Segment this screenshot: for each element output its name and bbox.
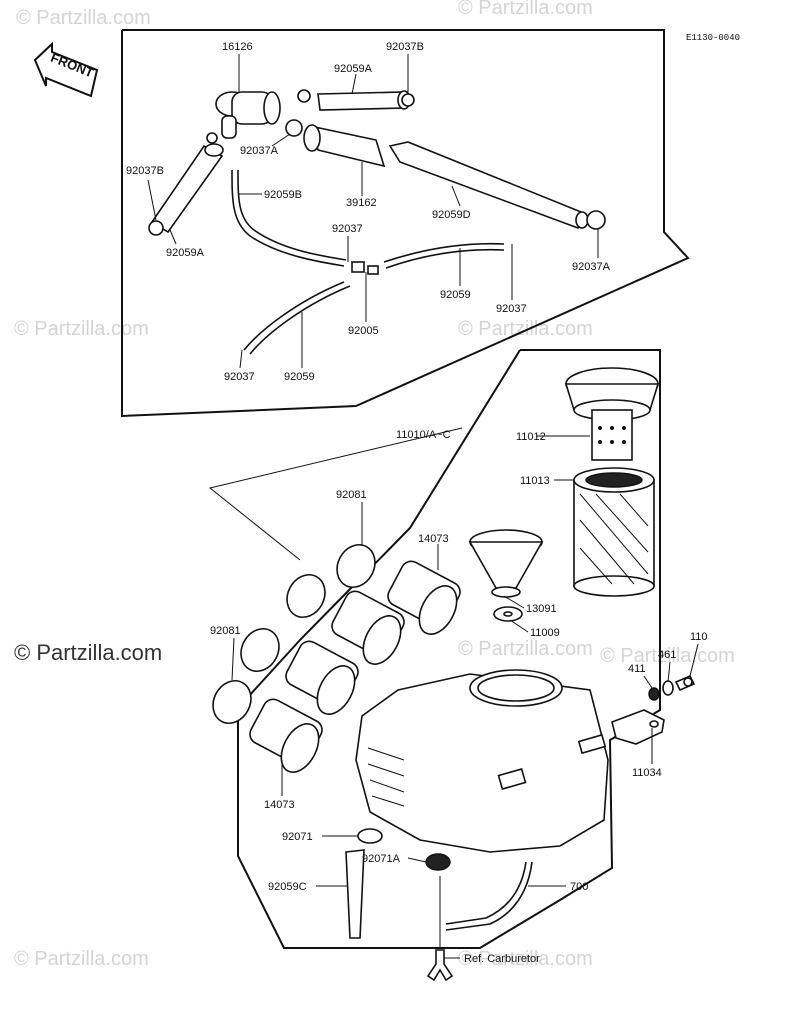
callout-92071: 92071 <box>282 831 313 843</box>
bolt-110 <box>674 674 696 692</box>
watermark: © Partzilla.com <box>14 318 149 340</box>
grommet-92071 <box>357 828 383 844</box>
callout-92071A: 92071A <box>362 853 401 865</box>
callout-92037B: 92037B <box>386 41 424 53</box>
callout-11010: 11010/A~C <box>396 429 451 441</box>
callout-16126: 16126 <box>222 41 253 53</box>
bracket-11034 <box>611 709 665 745</box>
guide-line <box>208 427 463 561</box>
hose-92059A <box>317 90 411 111</box>
callout-92059A: 92059A <box>334 63 373 75</box>
washer-461 <box>662 680 674 696</box>
watermarks: © Partzilla.com © Partzilla.com © Partzi… <box>14 0 735 970</box>
callout-92059: 92059 <box>284 371 315 383</box>
callout-92037A: 92037A <box>240 145 279 157</box>
callout-11013: 11013 <box>520 475 550 487</box>
callout-92037B: 92037B <box>126 165 164 177</box>
callout-92037: 92037 <box>332 223 363 235</box>
air-box-housing <box>355 669 609 853</box>
callout-ref-carburetor: Ref. Carburetor <box>464 953 540 965</box>
hose-92059-outline <box>385 248 505 269</box>
hose-92059-low-outline <box>249 285 351 355</box>
hose-700 <box>445 861 527 925</box>
cap-92071A <box>425 853 451 871</box>
hose-700-outline <box>445 861 533 931</box>
clamp-92037B <box>297 89 311 103</box>
joint-92005 <box>351 261 379 275</box>
element-11013 <box>573 467 655 597</box>
callout-92059C: 92059C <box>268 881 307 893</box>
hose-92059C <box>345 849 365 939</box>
hose-92059D <box>388 141 589 229</box>
breather-body-16126 <box>215 91 281 139</box>
watermark: © Partzilla.com <box>14 948 149 970</box>
callout-labels: 16126 92037B 92059A 92037A 92037B 92059B… <box>126 41 708 965</box>
callout-11034: 11034 <box>632 767 662 779</box>
washer-11009 <box>493 606 523 622</box>
watermark: © Partzilla.com <box>16 7 151 29</box>
hose-92059 <box>383 242 505 263</box>
funnel-13091 <box>468 529 544 598</box>
o-rings-92081 <box>212 544 376 724</box>
watermark: © Partzilla.com <box>600 645 735 667</box>
callout-14073: 14073 <box>264 799 295 811</box>
callout-92037: 92037 <box>496 303 527 315</box>
callout-92059B: 92059B <box>264 189 302 201</box>
clamp-92037B <box>206 132 218 144</box>
leader-lines <box>147 54 699 959</box>
watermark: © Partzilla.com <box>458 318 593 340</box>
callout-92059A: 92059A <box>166 247 205 259</box>
watermark: © Partzilla.com <box>458 0 593 19</box>
front-arrow-icon: FRONT <box>33 41 99 98</box>
boot-39162 <box>303 124 386 168</box>
callout-39162: 39162 <box>346 197 377 209</box>
callout-110: 110 <box>690 631 708 643</box>
watermark-main: © Partzilla.com <box>14 640 162 665</box>
watermark: © Partzilla.com <box>458 638 593 660</box>
callout-92059D: 92059D <box>432 209 471 221</box>
callout-92081: 92081 <box>210 625 241 637</box>
clamp-92037B <box>148 220 164 236</box>
callout-92059: 92059 <box>440 289 471 301</box>
hose-92059B-outline <box>237 169 347 261</box>
callout-92037A: 92037A <box>572 261 611 273</box>
hose-92059B <box>231 169 345 267</box>
hose-92059-low <box>243 281 345 351</box>
ducts-14073 <box>249 560 461 773</box>
nut-411 <box>648 687 660 701</box>
clamp-92037A <box>586 210 606 230</box>
callout-92037: 92037 <box>224 371 255 383</box>
callout-11012: 11012 <box>516 431 546 443</box>
diagram-code: E1130-0040 <box>686 33 740 43</box>
callout-92081: 92081 <box>336 489 367 501</box>
watermark: © Partzilla.com <box>458 948 593 970</box>
cap-11012 <box>564 367 660 461</box>
clamp-icon <box>401 93 415 107</box>
callout-700: 700 <box>570 881 588 893</box>
y-fitting <box>426 876 454 982</box>
callout-11009: 11009 <box>530 627 560 639</box>
hose-92059A <box>150 143 224 234</box>
upper-frame <box>121 29 690 418</box>
callout-13091: 13091 <box>526 603 557 615</box>
clamp-92037A <box>285 119 303 137</box>
callout-92005: 92005 <box>348 325 379 337</box>
callout-14073: 14073 <box>418 533 449 545</box>
callout-411: 411 <box>628 663 646 675</box>
callout-461: 461 <box>658 649 676 661</box>
